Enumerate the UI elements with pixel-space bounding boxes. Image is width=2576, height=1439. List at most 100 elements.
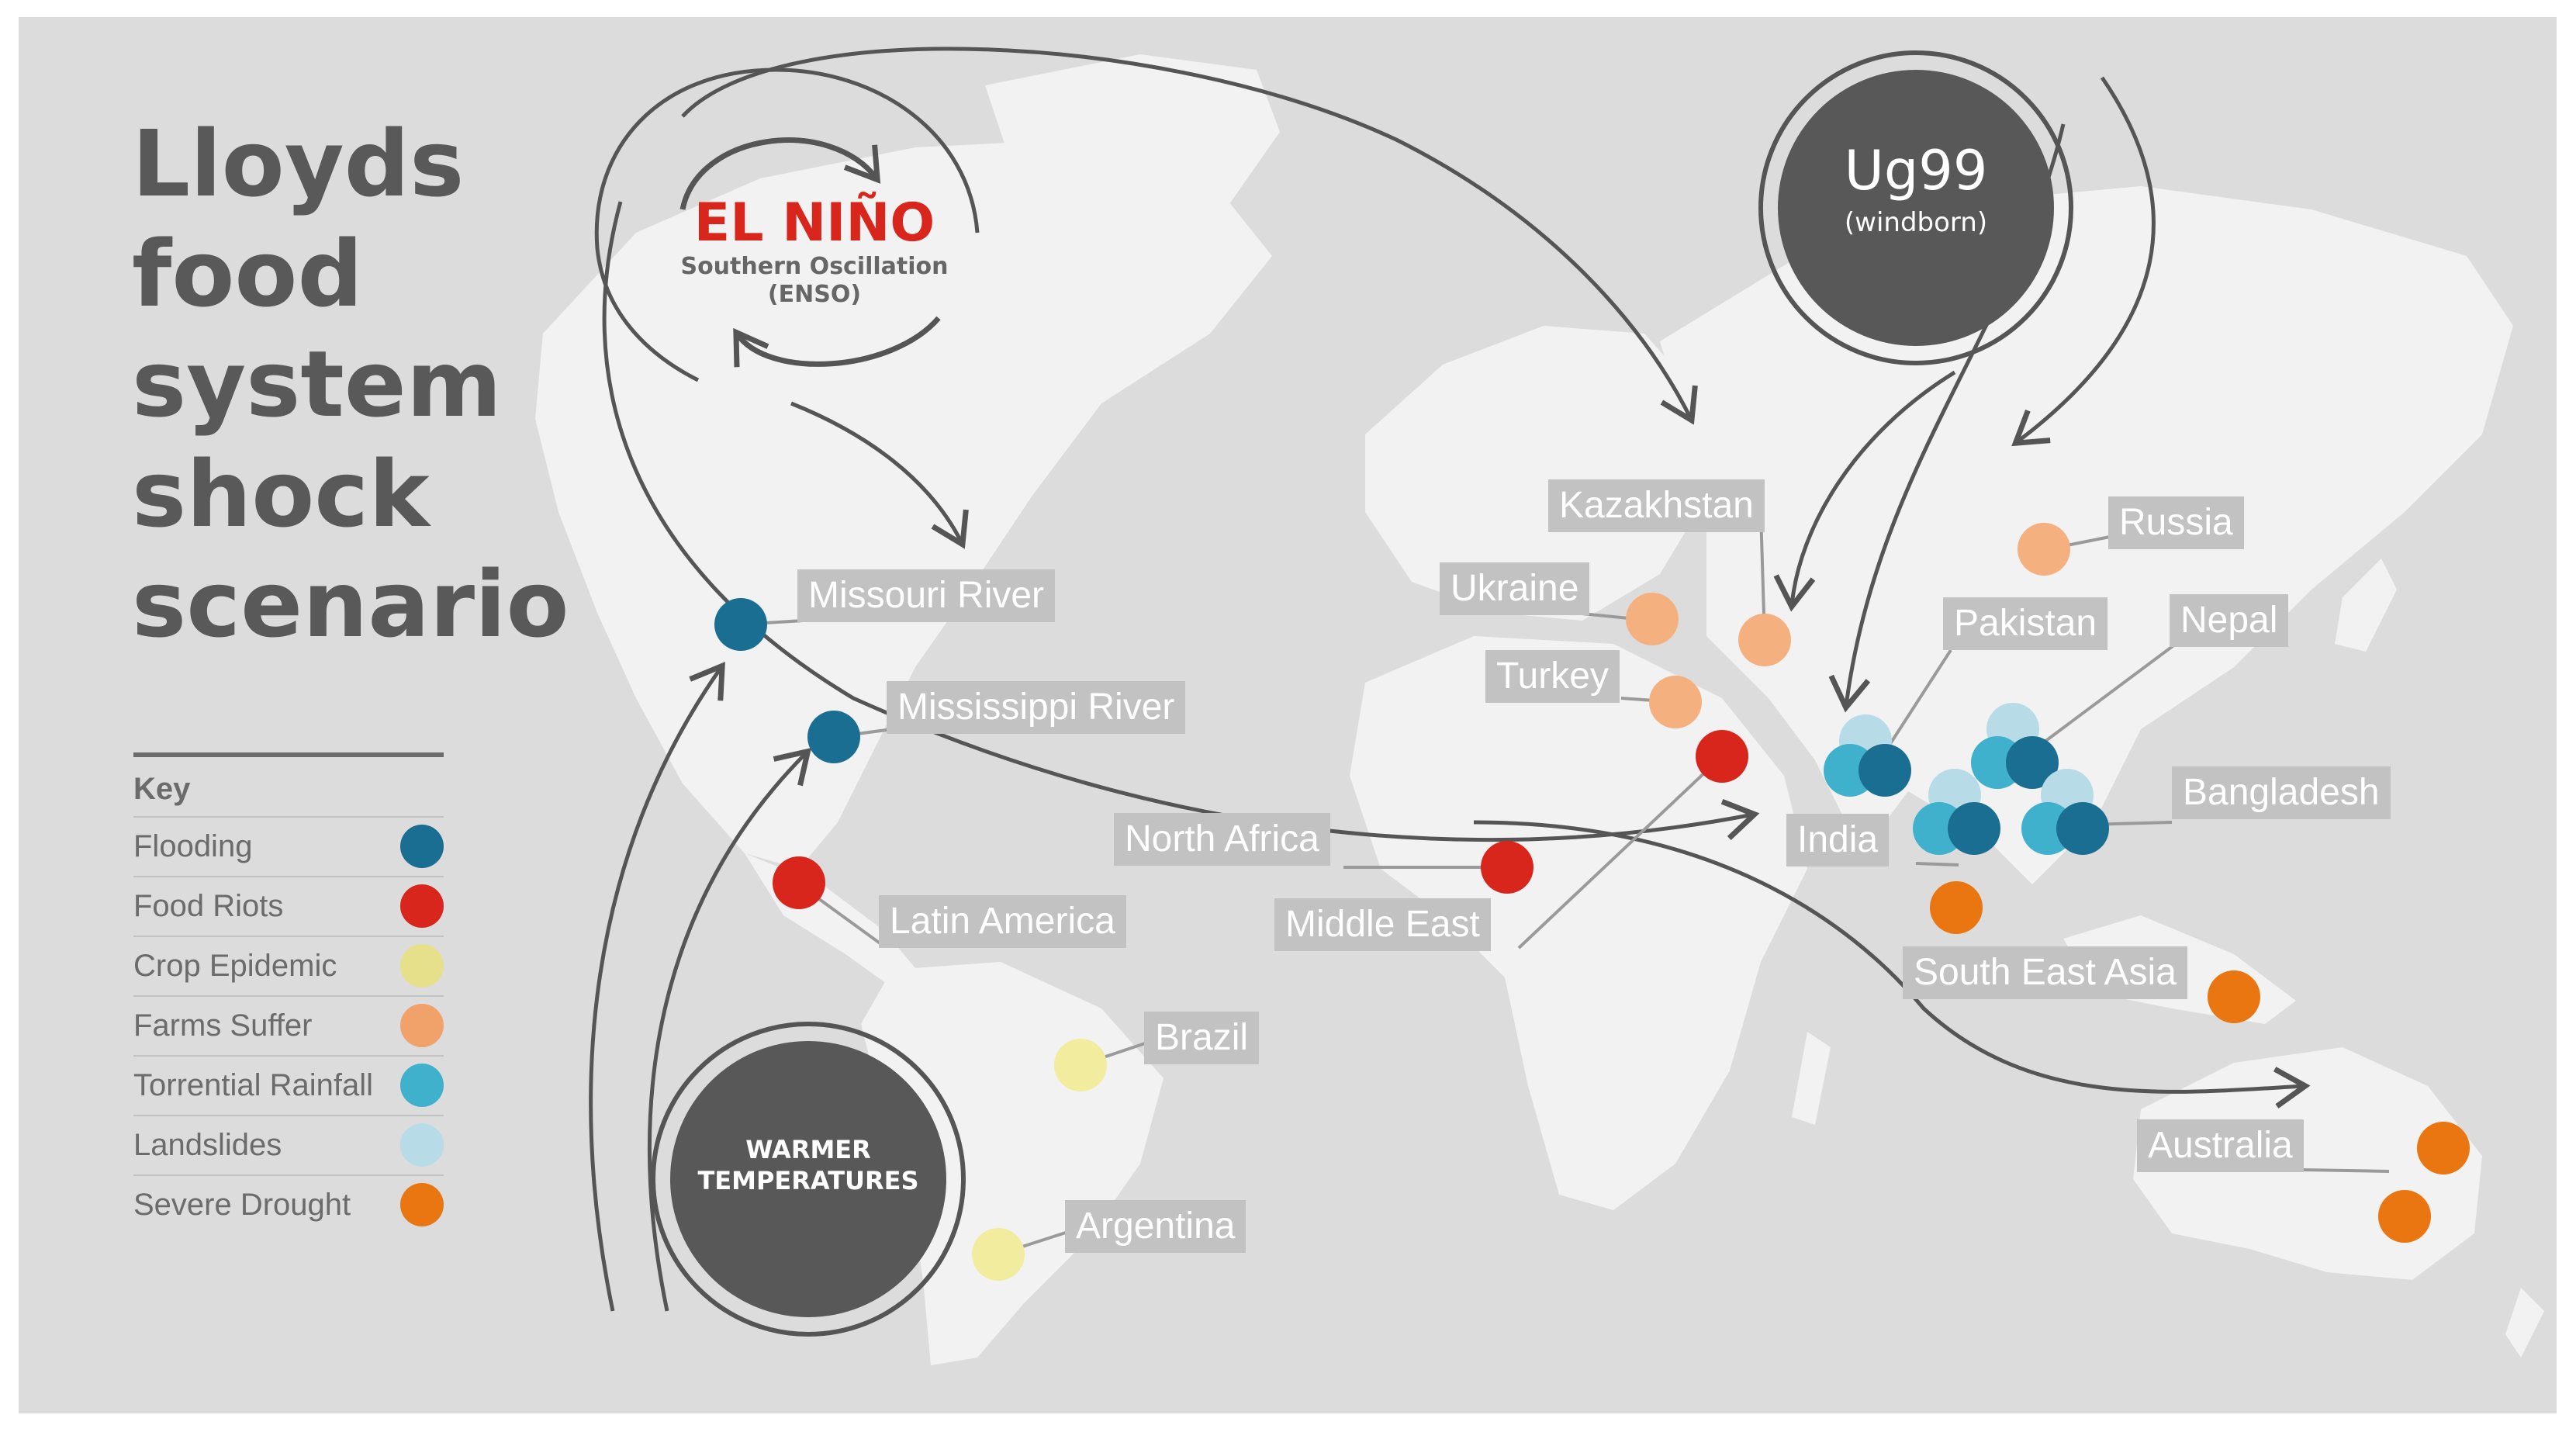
leader-nepal [2031, 642, 2177, 752]
event-dots [714, 523, 2470, 1281]
arrow-el-nino-to-north-america [790, 401, 969, 549]
legend-label: Crop Epidemic [133, 949, 337, 983]
dot-brazil-epidemic [1054, 1039, 1107, 1091]
legend-label: Flooding [133, 829, 253, 863]
el-nino-subtitle: Southern Oscillation [680, 253, 949, 280]
page-title: Lloyds food system shock scenario [132, 110, 569, 658]
dot-india-flooding [1948, 802, 2000, 855]
ug99-outer-ring [1758, 50, 2073, 365]
legend-item-flooding: Flooding [133, 818, 444, 877]
label-kazakhstan: Kazakhstan [1548, 479, 1765, 532]
dot-bangladesh-flooding [2056, 802, 2109, 855]
dot-north-africa-riots [1481, 841, 1533, 894]
dot-mississippi-flooding [807, 711, 860, 763]
arrow-el-nino-to-kazakhstan [681, 47, 1698, 425]
warmer-line-2: TEMPERATURES [697, 1166, 919, 1195]
legend: Key Flooding Food Riots Crop Epidemic Fa… [133, 752, 444, 1234]
el-nino-abbr: (ENSO) [767, 281, 862, 308]
torrential-rainfall-swatch [400, 1064, 444, 1107]
flooding-swatch [400, 825, 444, 868]
label-bangladesh: Bangladesh [2172, 766, 2391, 819]
warmer-bubble [670, 1041, 946, 1317]
dot-australia-drought-south [2378, 1190, 2431, 1243]
label-australia: Australia [2137, 1119, 2304, 1172]
el-nino-label: EL NIÑO Southern Oscillation (ENSO) [652, 194, 977, 309]
europe [1365, 326, 1706, 621]
madagascar [1792, 1032, 1831, 1125]
dot-australia-drought-north [2417, 1122, 2470, 1174]
el-nino-cycle-arrows [594, 67, 980, 382]
dot-india-drought [1930, 881, 1983, 934]
legend-label: Torrential Rainfall [133, 1068, 374, 1102]
dot-nepal-flooding [2006, 736, 2059, 789]
arrow-warmer-to-mississippi [648, 747, 812, 1312]
dot-russia-farms [2018, 523, 2070, 576]
dot-latin-america-riots [773, 856, 825, 909]
legend-item-food-riots: Food Riots [133, 877, 444, 937]
leader-india [1915, 862, 1959, 867]
warmer-temperatures-label: WARMER TEMPERATURES [676, 1134, 940, 1196]
legend-label: Food Riots [133, 889, 284, 923]
el-nino-outer-ring [594, 67, 980, 382]
legend-title: Key [133, 762, 444, 818]
dot-south-east-asia-drought [2208, 970, 2260, 1023]
japan [2335, 559, 2397, 652]
el-nino-bottom-arrow [733, 316, 941, 368]
legend-label: Landslides [133, 1128, 282, 1162]
landslides-swatch [400, 1123, 444, 1167]
label-russia: Russia [2108, 496, 2244, 549]
label-ukraine: Ukraine [1440, 562, 1590, 615]
legend-item-severe-drought: Severe Drought [133, 1176, 444, 1234]
ug99-note: (windborn) [1844, 207, 1988, 238]
dot-kazakhstan-farms [1738, 614, 1791, 666]
label-mississippi-river: Mississippi River [887, 681, 1186, 734]
arrow-ug99-to-kazakhstan [1773, 370, 1956, 612]
warmer-line-1: WARMER [745, 1135, 871, 1164]
dot-missouri-flooding [714, 598, 767, 651]
label-south-east-asia: South East Asia [1903, 946, 2187, 999]
severe-drought-swatch [400, 1183, 444, 1226]
dot-pakistan-flooding [1859, 744, 1911, 797]
leader-australia [2303, 1168, 2390, 1173]
label-brazil: Brazil [1144, 1012, 1260, 1064]
label-north-africa: North Africa [1114, 813, 1330, 866]
dot-middle-east-riots [1696, 730, 1748, 783]
label-india: India [1786, 814, 1890, 867]
legend-label: Farms Suffer [133, 1008, 313, 1043]
dot-ukraine-farms [1626, 593, 1679, 645]
africa [1350, 636, 1807, 1210]
food-riots-swatch [400, 884, 444, 928]
ug99-name: Ug99 [1844, 139, 1988, 202]
legend-item-torrential-rainfall: Torrential Rainfall [133, 1057, 444, 1116]
ug99-label: Ug99 (windborn) [1784, 136, 2048, 240]
legend-rule [133, 752, 444, 757]
farms-suffer-swatch [400, 1004, 444, 1047]
bubbles [651, 50, 2073, 1337]
legend-label: Severe Drought [133, 1188, 351, 1222]
new-zealand [2505, 1288, 2544, 1358]
label-argentina: Argentina [1065, 1200, 1247, 1253]
arrow-ug99-to-russia [2011, 76, 2156, 447]
ug99-bubble [1778, 70, 2054, 346]
arrow-across-to-australia [1473, 820, 2311, 1109]
label-pakistan: Pakistan [1943, 597, 2108, 650]
legend-item-landslides: Landslides [133, 1116, 444, 1176]
el-nino-name: EL NIÑO [693, 192, 935, 254]
arrow-warmer-to-missouri [589, 662, 725, 1312]
asia [1660, 186, 2513, 884]
el-nino-top-arrow [679, 137, 881, 210]
warmer-outer-ring [651, 1022, 966, 1337]
label-nepal: Nepal [2170, 594, 2289, 647]
greenland [985, 54, 1280, 256]
dot-turkey-farms [1649, 676, 1702, 728]
legend-item-crop-epidemic: Crop Epidemic [133, 937, 444, 997]
label-middle-east: Middle East [1274, 898, 1491, 951]
dot-argentina-epidemic [972, 1228, 1025, 1281]
label-latin-america: Latin America [879, 895, 1126, 948]
leader-middle-east [1517, 755, 1724, 950]
legend-item-farms-suffer: Farms Suffer [133, 997, 444, 1057]
label-missouri-river: Missouri River [797, 569, 1056, 622]
label-turkey: Turkey [1485, 650, 1620, 703]
